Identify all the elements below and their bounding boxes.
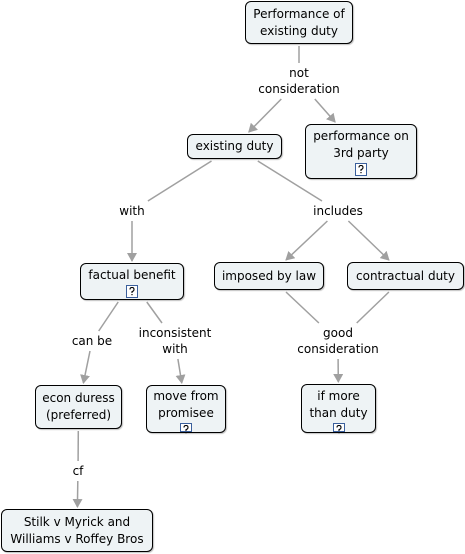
node-stilk-v-myrick-and-williams-v-roffey-bros[interactable]: Stilk v Myrick and Williams v Roffey Bro…: [1, 509, 153, 552]
connector-includes-to-contractual-duty: [347, 220, 390, 261]
connector-can-be-to-econ-duress: [80, 350, 91, 384]
node-econ-duress[interactable]: econ duress (preferred): [35, 385, 122, 429]
link-phrase-good-consideration: good consideration: [294, 325, 382, 357]
node-existing-duty[interactable]: existing duty: [187, 134, 282, 159]
node-label: performance on 3rd party: [313, 129, 409, 160]
link-phrase-can-be: can be: [67, 333, 117, 349]
document-resource-icon[interactable]: [180, 423, 192, 434]
document-resource-icon[interactable]: [355, 163, 367, 176]
link-phrase-cf: cf: [67, 463, 89, 479]
node-label: contractual duty: [356, 268, 455, 283]
node-performance-on-3rd-party[interactable]: performance on 3rd party: [305, 124, 417, 179]
link-phrase-includes: includes: [309, 203, 367, 219]
connector-factual-benefit-to-can-be: [98, 301, 119, 332]
connector-inconsistent-with-to-move-from-promisee: [175, 358, 186, 384]
connector-contractual-duty-to-good-consideration: [356, 291, 390, 324]
link-phrase-inconsistent-with: inconsistent with: [134, 325, 216, 357]
connector-not-consideration-to-existing-duty: [248, 98, 282, 133]
connector-existing-duty-to-includes: [257, 160, 323, 202]
node-label: Performance of existing duty: [253, 6, 345, 38]
connector-existing-duty-to-with: [147, 160, 212, 202]
node-label: factual benefit: [88, 268, 176, 282]
node-label: imposed by law: [221, 268, 317, 283]
node-label: existing duty: [195, 139, 274, 153]
connector-imposed-by-law-to-good-consideration: [285, 291, 320, 324]
node-performance-of-existing-duty[interactable]: Performance of existing duty: [245, 1, 353, 44]
document-resource-icon[interactable]: [126, 285, 138, 298]
link-phrase-with: with: [114, 203, 150, 219]
node-label: move from promisee: [153, 389, 219, 420]
connector-factual-benefit-to-inconsistent-with: [146, 301, 163, 324]
connector-includes-to-imposed-by-law: [285, 220, 328, 261]
connector-not-consideration-to-performance-3rd-party: [314, 98, 336, 123]
node-move-from-promisee[interactable]: move from promisee: [146, 385, 226, 434]
node-if-more-than-duty[interactable]: if more than duty: [301, 384, 376, 434]
node-label: if more than duty: [309, 389, 368, 420]
node-imposed-by-law[interactable]: imposed by law: [214, 262, 324, 290]
node-label: econ duress (preferred): [42, 391, 115, 422]
document-resource-icon[interactable]: [332, 423, 345, 434]
node-contractual-duty[interactable]: contractual duty: [347, 262, 464, 290]
link-phrase-not-consideration: not consideration: [255, 65, 343, 97]
node-factual-benefit[interactable]: factual benefit: [80, 263, 184, 300]
node-label: Stilk v Myrick and Williams v Roffey Bro…: [10, 514, 144, 546]
